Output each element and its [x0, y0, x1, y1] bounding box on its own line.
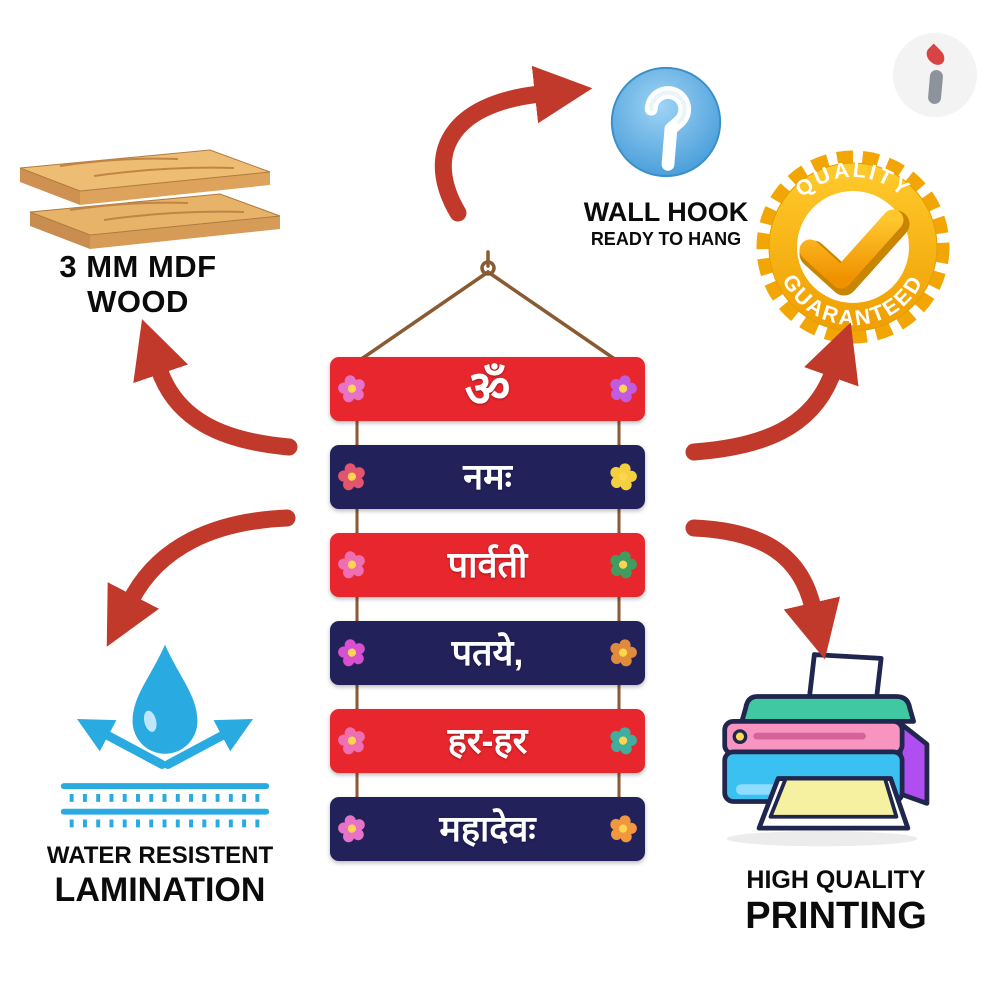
slat-text: पार्वती — [447, 544, 528, 585]
arrow-to-lamination-icon — [106, 509, 296, 647]
arrow-to-mdf-wood-icon — [133, 319, 298, 456]
lamination-label-line2: LAMINATION — [54, 870, 266, 909]
logo-dot-icon — [923, 43, 948, 69]
wall-hook-icon — [610, 66, 722, 178]
logo-bar-icon — [927, 69, 944, 105]
arrow-to-wall-hook-icon — [434, 65, 593, 222]
floral-decoration-icon — [334, 635, 370, 671]
slat-text: ॐ — [464, 361, 511, 417]
floral-decoration-icon — [334, 723, 370, 759]
slat-pataye: पतये, — [330, 621, 645, 685]
arrow-to-quality-badge-icon — [685, 322, 859, 461]
floral-decoration-icon — [605, 547, 641, 583]
slat-text: नमः — [463, 456, 512, 497]
arrow-to-printing-icon — [685, 519, 841, 660]
quality-guaranteed-badge: QUALITY GUARANTEED — [756, 150, 950, 344]
lamination-label-line1: WATER RESISTENT — [46, 842, 274, 869]
wall-hook-label-line1: WALL HOOK — [583, 197, 749, 227]
floral-decoration-icon — [334, 459, 370, 495]
feature-lamination: WATER RESISTENT LAMINATION — [2, 842, 318, 909]
floral-decoration-icon — [334, 547, 370, 583]
brand-logo — [893, 33, 977, 117]
floral-decoration-icon — [605, 811, 641, 847]
mdf-label-line2: WOOD — [87, 283, 189, 319]
feature-wall-hook: WALL HOOK READY TO HANG — [540, 197, 792, 249]
water-resistant-icon — [60, 644, 270, 828]
slat-text: पतये, — [451, 632, 524, 673]
slat-text: हर-हर — [447, 720, 528, 761]
floral-decoration-icon — [605, 371, 641, 407]
mdf-label-line1: 3 MM MDF — [59, 249, 217, 284]
floral-decoration-icon — [605, 723, 641, 759]
mdf-wood-planks-icon — [19, 149, 281, 249]
feature-printing: HIGH QUALITY PRINTING — [688, 866, 984, 938]
feature-mdf-wood: 3 MM MDF WOOD — [4, 249, 272, 319]
wall-hanging: ॐ नमः पार्वती पतये, हर-हर महादेवः — [330, 357, 645, 885]
floral-decoration-icon — [605, 635, 641, 671]
wall-hook-label-line2: READY TO HANG — [590, 229, 742, 250]
check-icon — [799, 209, 904, 289]
slat-parvati: पार्वती — [330, 533, 645, 597]
slat-om: ॐ — [330, 357, 645, 421]
water-drop-icon — [132, 644, 198, 754]
slat-text: महादेवः — [439, 808, 536, 849]
slat-mahadev: महादेवः — [330, 797, 645, 861]
floral-decoration-icon — [334, 371, 370, 407]
printing-label-line2: PRINTING — [745, 895, 927, 937]
printing-label-line1: HIGH QUALITY — [746, 866, 926, 894]
slat-namah: नमः — [330, 445, 645, 509]
floral-decoration-icon — [334, 811, 370, 847]
printer-icon — [722, 652, 930, 847]
floral-decoration-icon — [605, 459, 641, 495]
slat-har-har: हर-हर — [330, 709, 645, 773]
